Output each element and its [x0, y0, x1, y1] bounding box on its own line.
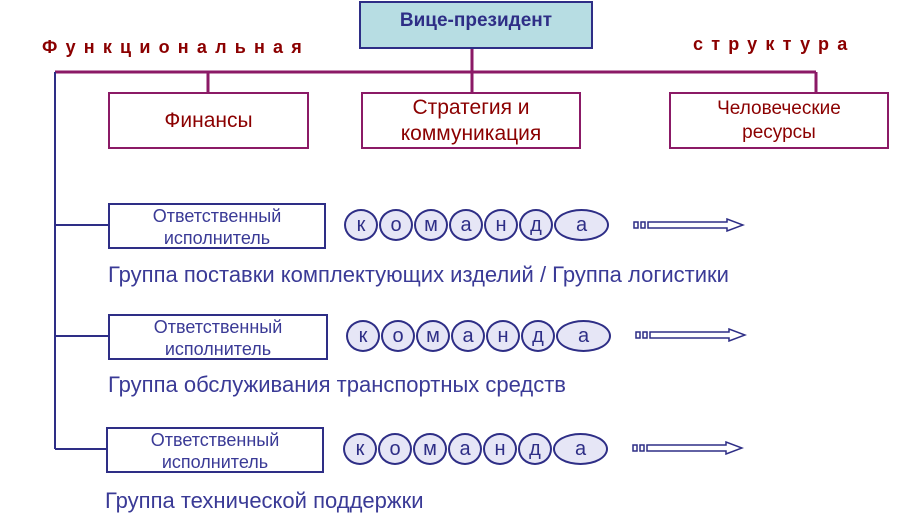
team-bead: д	[519, 209, 553, 241]
team-bead: н	[483, 433, 517, 465]
team-bead: а	[554, 209, 609, 241]
responsible-executor-box: Ответственный исполнитель	[106, 427, 324, 473]
responsible-executor-label: Ответственный исполнитель	[152, 206, 282, 248]
department-strategy-label: Стратегия и коммуникация	[400, 95, 542, 145]
striped-arrow-icon	[632, 441, 744, 455]
team-bead: м	[413, 433, 447, 465]
department-strategy: Стратегия и коммуникация	[361, 92, 581, 149]
striped-arrow-icon	[635, 328, 747, 342]
department-finance-label: Финансы	[164, 108, 253, 132]
responsible-executor-label: Ответственный исполнитель	[150, 430, 280, 472]
structure-caption: структура	[693, 34, 856, 54]
vice-president-label: Вице-президент	[399, 10, 553, 31]
team-bead: о	[381, 320, 415, 352]
team-bead: а	[451, 320, 485, 352]
team-bead: к	[343, 433, 377, 465]
team-bead: о	[378, 433, 412, 465]
team-bead: м	[416, 320, 450, 352]
responsible-executor-box: Ответственный исполнитель	[108, 203, 326, 249]
team-bead: д	[518, 433, 552, 465]
team-bead-chain: к о м а н д а	[344, 209, 610, 241]
group-title: Группа поставки комплектующих изделий / …	[108, 262, 729, 287]
department-hr-label: Человеческие ресурсы	[717, 98, 841, 143]
department-hr: Человеческие ресурсы	[669, 92, 889, 149]
team-bead-chain: к о м а н д а	[343, 433, 609, 465]
department-finance: Финансы	[108, 92, 309, 149]
group-title: Группа обслуживания транспортных средств	[108, 372, 566, 397]
group-title: Группа технической поддержки	[105, 488, 424, 513]
team-bead: а	[556, 320, 611, 352]
striped-arrow-icon	[633, 218, 745, 232]
team-bead: а	[553, 433, 608, 465]
functional-caption: Функциональная	[42, 37, 310, 57]
team-bead: а	[449, 209, 483, 241]
team-bead: о	[379, 209, 413, 241]
team-bead: а	[448, 433, 482, 465]
team-bead: н	[484, 209, 518, 241]
responsible-executor-label: Ответственный исполнитель	[153, 317, 283, 359]
team-bead: м	[414, 209, 448, 241]
team-bead-chain: к о м а н д а	[346, 320, 612, 352]
team-bead: н	[486, 320, 520, 352]
team-bead: к	[344, 209, 378, 241]
team-bead: д	[521, 320, 555, 352]
team-bead: к	[346, 320, 380, 352]
vice-president-box: Вице-президент	[359, 1, 593, 49]
responsible-executor-box: Ответственный исполнитель	[108, 314, 328, 360]
